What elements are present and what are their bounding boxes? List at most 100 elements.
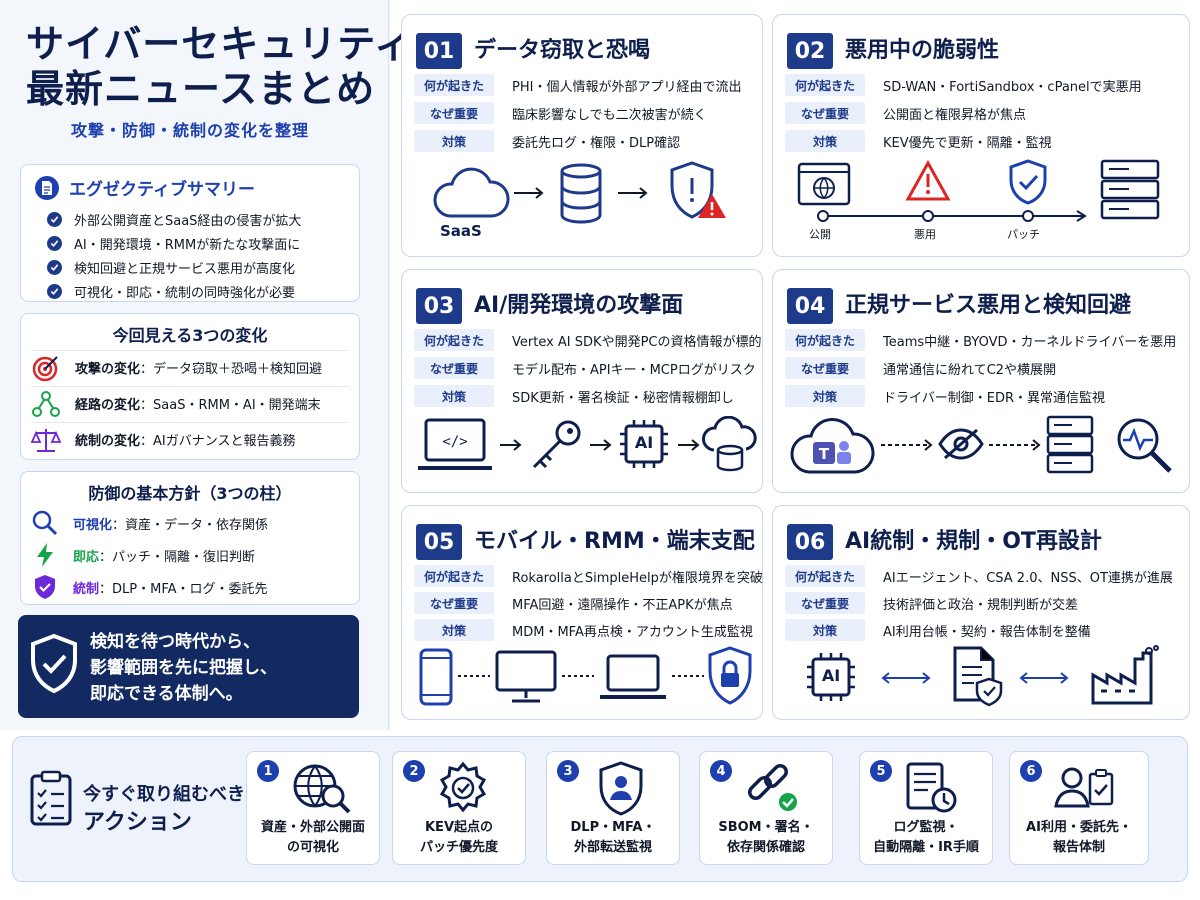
monitor-icon [495, 650, 557, 703]
check-icon [47, 235, 62, 251]
card-what: AIエージェント、CSA 2.0、NSS、OT連携が進展 [883, 570, 1173, 586]
arrow-icon [500, 439, 522, 451]
cloud-database-icon [702, 416, 757, 472]
timeline-illustration: 公開 悪用 パッチ [783, 156, 1179, 248]
action-text-line1: DLP・MFA・ [570, 820, 656, 835]
card-illustration: T [783, 410, 1179, 484]
tag-what: 何が起きた [414, 74, 494, 96]
card-number: 01 [416, 33, 462, 69]
change-label: 経路の変化 [75, 398, 141, 413]
change-text: AIガバナンスと報告義務 [153, 434, 296, 449]
key-message-line2: 影響範囲を先に把握し、 [90, 658, 277, 678]
action-number: 5 [870, 760, 892, 782]
card-title: 悪用中の脆弱性 [845, 38, 1000, 63]
card-title: 正規サービス悪用と検知回避 [845, 293, 1132, 318]
svg-text:</>: </> [442, 434, 467, 450]
saas-label: SaaS [440, 222, 482, 240]
dotted-connector [562, 675, 594, 677]
tag-what: 何が起きた [414, 329, 494, 351]
card-why: 技術評価と政治・規制判断が交差 [883, 597, 1079, 613]
ai-chip-label: AI [821, 666, 841, 685]
action-text-line1: KEV起点の [424, 820, 493, 835]
page-title-line1: サイバーセキュリティ [26, 22, 413, 66]
summary-title: エグゼクティブサマリー [69, 180, 255, 200]
policy-text: DLP・MFA・ログ・委託先 [112, 581, 268, 597]
card-title: AI/開発環境の攻撃面 [474, 293, 684, 318]
action-number: 1 [257, 760, 279, 782]
card-number: 06 [787, 524, 833, 560]
key-message-line1: 検知を待つ時代から、 [90, 632, 260, 652]
actions-title-line2: アクション [83, 810, 192, 835]
card-why: 臨床影響なしでも二次被害が続く [512, 107, 707, 123]
tag-action: 対策 [414, 619, 494, 641]
policy-label: 即応 [73, 549, 100, 565]
double-arrow-icon [881, 672, 931, 684]
actions-title-line1: 今すぐ取り組むべき [83, 784, 245, 805]
tag-why: なぜ重要 [785, 592, 865, 614]
tag-action: 対策 [785, 130, 865, 152]
action-card-2: 2 KEV起点のパッチ優先度 [392, 751, 526, 865]
card-why: 公開面と権限昇格が焦点 [883, 107, 1027, 123]
card-action: KEV優先で更新・隔離・監視 [883, 135, 1052, 151]
summary-item: 可視化・即応・統制の同時強化が必要 [47, 279, 301, 303]
key-icon [532, 420, 581, 469]
summary-item: 検知回避と正規サービス悪用が高度化 [47, 255, 301, 279]
change-label: 攻撃の変化 [75, 362, 141, 377]
card-number: 04 [787, 288, 833, 324]
tag-what: 何が起きた [785, 329, 865, 351]
summary-item: AI・開発環境・RMMが新たな攻撃面に [47, 231, 301, 255]
card-illustration: </> AI [412, 410, 757, 484]
action-card-6: 6 AI利用・委託先・報告体制 [1009, 751, 1149, 865]
card-number: 02 [787, 33, 833, 69]
action-text-line2: パッチ優先度 [419, 840, 498, 855]
laptop-code-icon: </> [418, 418, 492, 470]
policy-row: 統制：DLP・MFA・ログ・委託先 [31, 570, 349, 604]
action-text-line1: AI利用・委託先・ [1026, 820, 1132, 835]
factory-icon [1091, 645, 1159, 705]
cloud-icon [433, 167, 510, 218]
policy-box: 防御の基本方針（3つの柱） 可視化：資産・データ・依存関係 即応：パッチ・隔離・… [20, 471, 360, 605]
tag-what: 何が起きた [785, 565, 865, 587]
card-number: 05 [416, 524, 462, 560]
action-number: 4 [710, 760, 732, 782]
tag-action: 対策 [414, 130, 494, 152]
timeline-line [817, 210, 1087, 222]
dotted-connector [458, 675, 490, 677]
check-icon [47, 211, 62, 227]
actions-section: 今すぐ取り組むべき アクション 1 資産・外部公開面の可視化 2 KEV起点のパ… [12, 736, 1188, 882]
lightning-icon [37, 543, 53, 567]
card-illustration [412, 645, 752, 711]
card-title: モバイル・RMM・端末支配 [474, 529, 755, 554]
double-arrow-icon [1019, 672, 1069, 684]
browser-globe-icon [797, 162, 851, 206]
action-card-4: 4 SBOM・署名・依存関係確認 [699, 751, 833, 865]
page-subtitle: 攻撃・防御・統制の変化を整理 [70, 121, 309, 140]
card-what: PHI・個人情報が外部アプリ経由で流出 [512, 79, 742, 95]
policy-text: 資産・データ・依存関係 [125, 517, 269, 533]
dashed-arrow-icon [989, 439, 1041, 451]
card-why: 通常通信に紛れてC2や横展開 [883, 362, 1056, 378]
database-icon [560, 163, 602, 224]
card-illustration: SaaS [412, 156, 752, 248]
page-title-line2: 最新ニュースまとめ [26, 67, 376, 111]
policy-title: 防御の基本方針（3つの柱） [88, 484, 292, 503]
shield-check-icon [31, 633, 77, 694]
policy-label: 統制 [73, 581, 100, 597]
log-clock-icon [906, 762, 957, 813]
target-icon [32, 355, 58, 381]
tag-why: なぜ重要 [414, 357, 494, 379]
policy-label: 可視化 [73, 517, 113, 533]
action-text-line2: の可視化 [286, 840, 339, 855]
change-text: SaaS・RMM・AI・開発端末 [153, 398, 321, 413]
document-shield-icon [953, 646, 1003, 707]
card-action: 委託先ログ・権限・DLP確認 [512, 135, 681, 151]
chain-check-icon [748, 764, 797, 811]
changes-title: 今回見える3つの変化 [112, 326, 268, 345]
change-row-route: 経路の変化：SaaS・RMM・AI・開発端末 [31, 386, 349, 420]
action-card-3: 3 DLP・MFA・外部転送監視 [546, 751, 680, 865]
ai-chip-icon: AI [803, 649, 859, 705]
changes-box: 今回見える3つの変化 攻撃の変化：データ窃取＋恐喝＋検知回避 経路の変化：Saa… [20, 313, 360, 460]
